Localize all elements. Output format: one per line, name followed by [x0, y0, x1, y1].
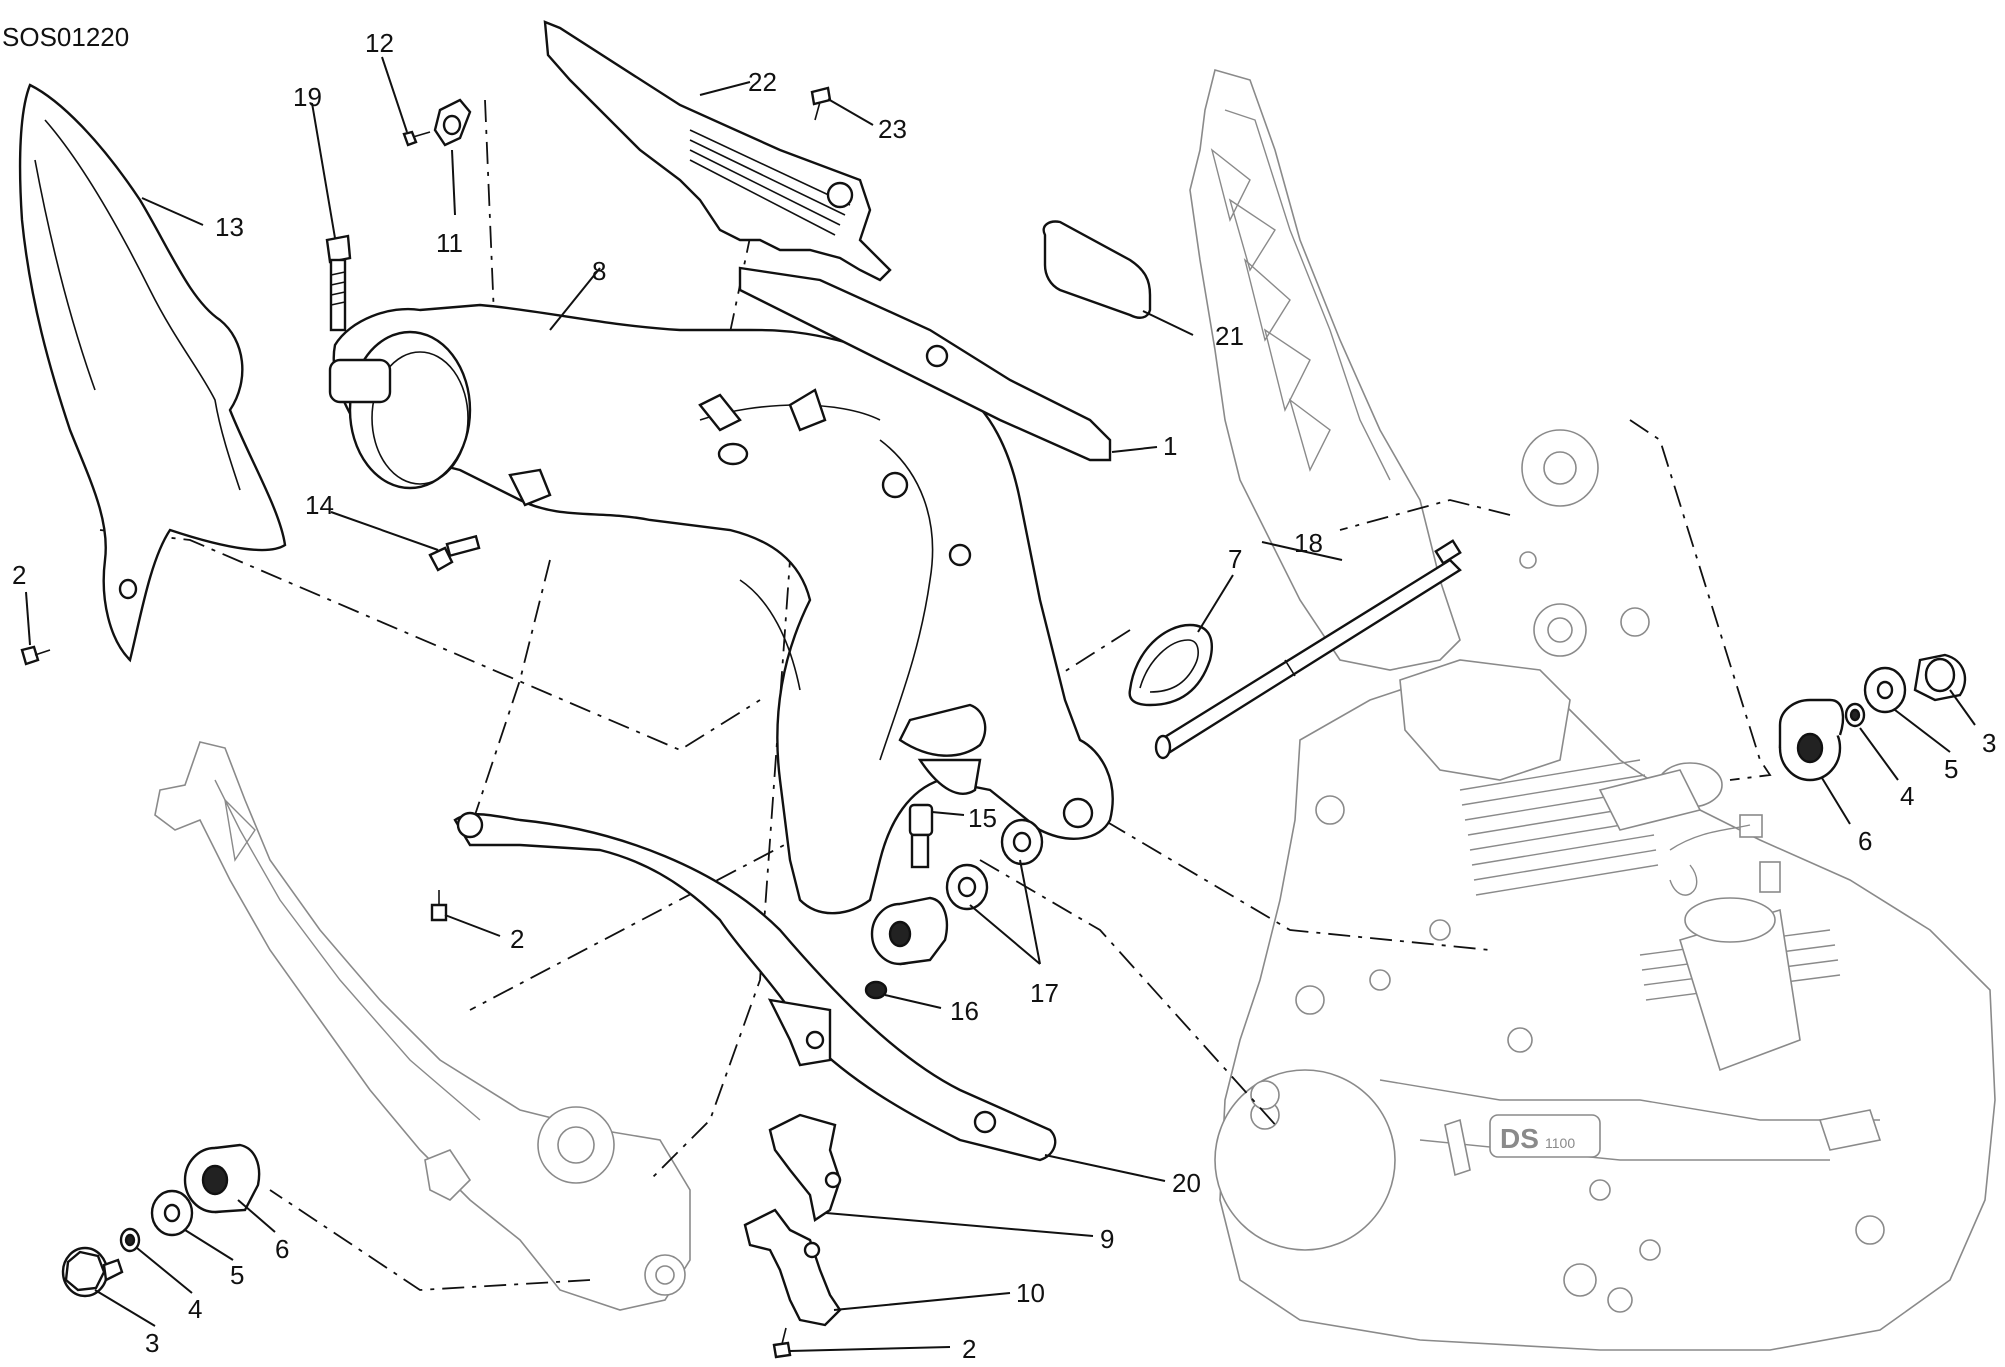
chain-slider — [738, 266, 1112, 462]
axle-nut-left — [61, 1246, 124, 1298]
callout-6-left: 6 — [275, 1234, 289, 1264]
callout-17: 17 — [1030, 978, 1059, 1008]
lower-chain-guide — [453, 811, 1057, 1162]
callout-23: 23 — [878, 114, 907, 144]
cover-plate — [1042, 220, 1152, 319]
callout-3-left: 3 — [145, 1328, 159, 1358]
callout-20: 20 — [1172, 1168, 1201, 1198]
rubber-grommet — [1128, 623, 1213, 707]
cable-clip-11 — [433, 98, 472, 147]
callout-5-right: 5 — [1944, 754, 1958, 784]
callout-labels: 1 2 2 2 3 3 4 4 5 5 6 6 7 8 9 10 11 12 1… — [12, 28, 1996, 1364]
swingarm — [328, 303, 1114, 915]
bracket-small — [768, 1113, 842, 1222]
callout-2-left: 2 — [12, 560, 26, 590]
washer-left — [150, 1189, 194, 1237]
bolt-15 — [908, 803, 934, 869]
swingarm-pivot-axle — [1154, 539, 1462, 760]
callout-10: 10 — [1016, 1278, 1045, 1308]
callout-2-bottom: 2 — [962, 1334, 976, 1364]
rear-mudguard — [18, 83, 287, 663]
axle-nut-right — [1913, 653, 1967, 702]
leader-lines — [25, 56, 1976, 1352]
pivot-bushing-left — [183, 1143, 261, 1214]
callout-4-right: 4 — [1900, 781, 1914, 811]
screw-12 — [402, 130, 431, 147]
screw-2-left — [20, 645, 51, 666]
callout-1: 1 — [1163, 431, 1177, 461]
callout-12: 12 — [365, 28, 394, 58]
callout-3-right: 3 — [1982, 728, 1996, 758]
chain-guard-upper — [543, 20, 892, 282]
callout-15: 15 — [968, 803, 997, 833]
screw-14 — [428, 534, 481, 572]
callout-9: 9 — [1100, 1224, 1114, 1254]
bracket-lower — [743, 1208, 842, 1327]
callout-14: 14 — [305, 490, 334, 520]
drawing-code: SOS01220 — [2, 22, 129, 52]
engine-badge-brand: DS — [1500, 1123, 1539, 1154]
engine-badge-model: 1100 — [1545, 1135, 1575, 1151]
left-footpeg-bracket — [154, 741, 691, 1311]
callout-2-middle: 2 — [510, 924, 524, 954]
callout-18: 18 — [1294, 528, 1323, 558]
callout-8: 8 — [592, 256, 606, 286]
callout-22: 22 — [748, 67, 777, 97]
spring-washer-right — [1844, 702, 1866, 728]
callout-19: 19 — [293, 82, 322, 112]
callout-7: 7 — [1228, 544, 1242, 574]
callout-4-left: 4 — [188, 1294, 202, 1324]
callout-11: 11 — [436, 228, 463, 258]
callout-16: 16 — [950, 996, 979, 1026]
callout-6-right: 6 — [1858, 826, 1872, 856]
washers-17 — [945, 818, 1044, 911]
screw-23 — [810, 86, 832, 121]
eccentric-bushing — [870, 896, 949, 966]
washer-right — [1863, 666, 1907, 714]
callout-5-left: 5 — [230, 1260, 244, 1290]
clamp-bolt-19 — [325, 234, 352, 332]
callout-13: 13 — [215, 212, 244, 242]
callout-21: 21 — [1215, 321, 1244, 351]
screw-2-middle — [430, 890, 448, 922]
nut-16 — [864, 980, 888, 1000]
engine-block: DS 1100 — [1214, 659, 1996, 1351]
pivot-bushing-right — [1778, 698, 1845, 782]
screw-2-bottom — [772, 1327, 792, 1359]
right-footpeg-bracket — [1189, 69, 1650, 671]
spring-washer-left — [119, 1227, 141, 1253]
